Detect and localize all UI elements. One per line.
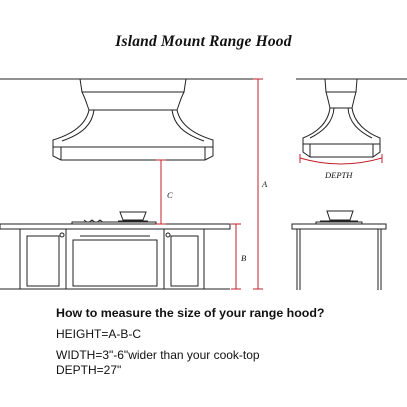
depth-bracket [299, 157, 383, 165]
dimension-a-label: A [261, 179, 268, 189]
dimension-b-label: B [241, 253, 246, 263]
front-hood-collar [81, 91, 185, 111]
side-cooktop [315, 221, 363, 225]
depth-dimension [299, 154, 383, 165]
depth-formula: DEPTH=27" [56, 363, 122, 377]
width-formula: WIDTH=3"-6"wider than your cook-top [56, 348, 260, 362]
depth-label: DEPTH [324, 170, 353, 180]
front-cabinetry [0, 223, 231, 290]
side-hood [302, 78, 381, 158]
front-hood-trim [61, 109, 205, 142]
side-pot [326, 210, 354, 221]
side-hood-band [302, 143, 381, 158]
diagram-title: Island Mount Range Hood [115, 33, 292, 50]
left-cabinet-door [26, 235, 60, 287]
cooktop-pot [119, 211, 147, 221]
front-countertop [0, 223, 231, 230]
front-cooktop [71, 211, 157, 225]
side-counter [291, 210, 387, 290]
side-hood-body [302, 107, 381, 145]
dimension-c-label: C [167, 190, 173, 200]
cooktop-surface [71, 221, 157, 225]
height-formula: HEIGHT=A-B-C [56, 327, 142, 341]
side-hood-band-inner [309, 144, 374, 157]
right-knob [165, 232, 171, 238]
side-hood-trim [309, 107, 373, 139]
front-hood-band [52, 146, 214, 161]
height-dimensions [156, 78, 263, 290]
side-hood-collar [325, 91, 357, 109]
oven-door [72, 239, 158, 287]
side-countertop [291, 223, 387, 230]
side-hood-chimney [324, 78, 358, 93]
front-hood-band-inner [60, 147, 206, 160]
front-hood-chimney [79, 78, 187, 93]
front-hood [52, 78, 214, 161]
front-hood-body [52, 109, 214, 148]
left-knob [59, 232, 65, 238]
measure-question: How to measure the size of your range ho… [56, 306, 325, 320]
right-cabinet-door [170, 235, 199, 287]
